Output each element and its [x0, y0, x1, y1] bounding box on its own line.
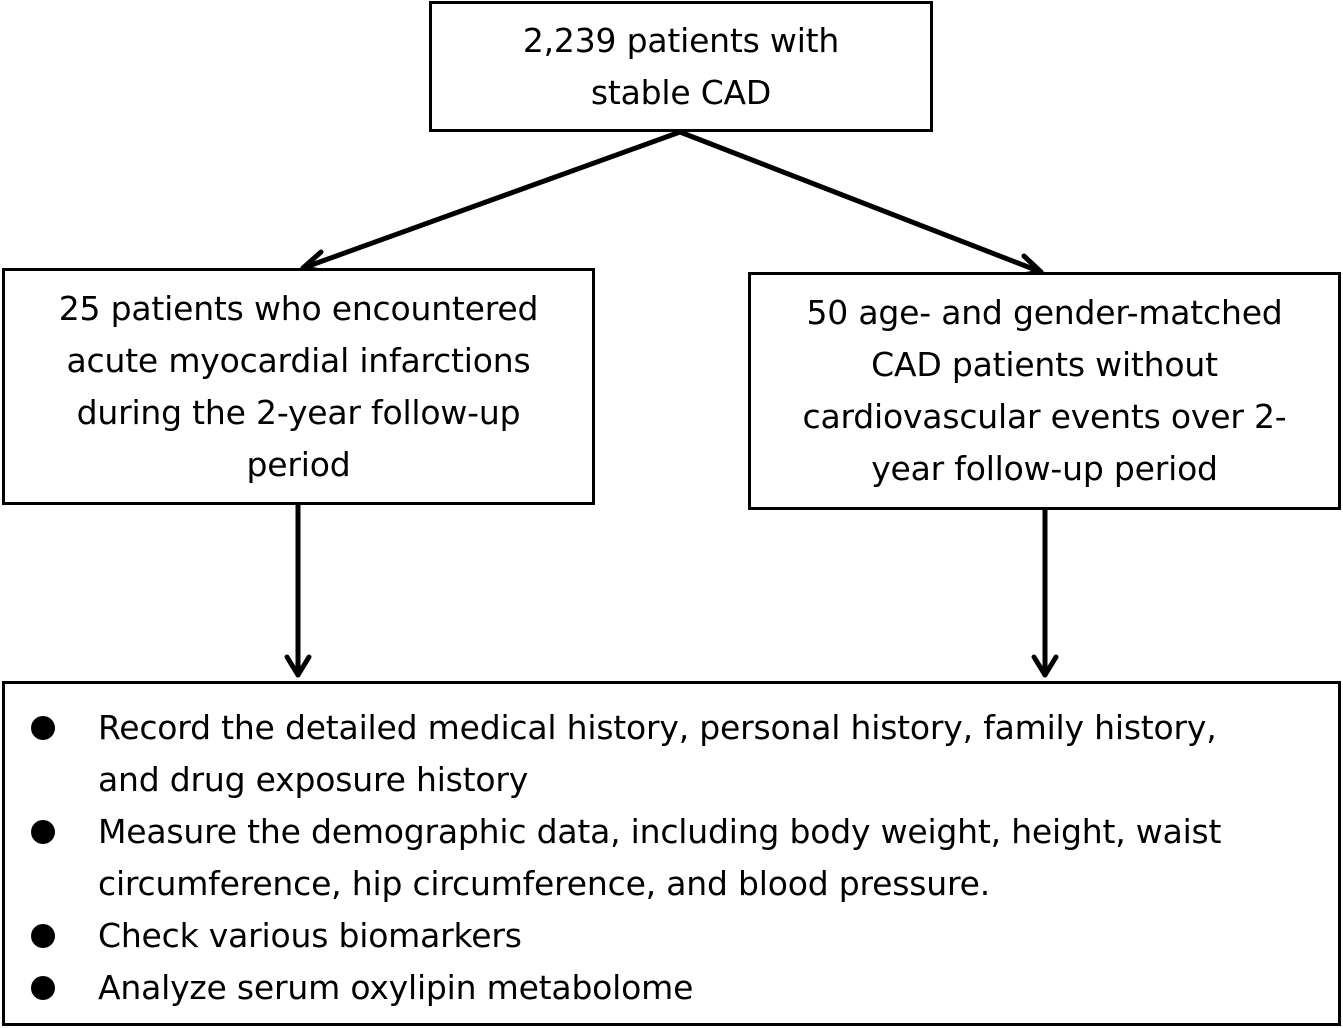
procedure-item: Check various biomarkers [5, 910, 1338, 962]
bullet-icon [31, 924, 55, 948]
box-text-line: period [246, 444, 351, 484]
bullet-icon [31, 716, 55, 740]
ami-patients-text: 25 patients who encountered acute myocar… [59, 283, 539, 491]
arrowhead-left-to-bottom [284, 654, 312, 678]
box-text-line: CAD patients without [871, 345, 1218, 384]
procedure-text-line: Check various biomarkers [98, 916, 522, 955]
procedure-text-line: Measure the demographic data, including … [98, 812, 1222, 851]
procedure-item: Measure the demographic data, including … [5, 806, 1338, 910]
bullet-icon [31, 820, 55, 844]
arrowhead-right-to-bottom [1031, 654, 1059, 678]
bullet-icon [31, 976, 55, 1000]
total-patients-box: 2,239 patients with stable CAD [429, 1, 933, 132]
arrow-top-to-right [677, 129, 1044, 275]
ami-patients-box: 25 patients who encountered acute myocar… [2, 268, 595, 505]
procedure-text-line: and drug exposure history [98, 760, 529, 799]
box-text-line: stable CAD [590, 72, 772, 112]
procedures-box: Record the detailed medical history, per… [2, 681, 1341, 1026]
control-patients-text: 50 age- and gender-matched CAD patients … [803, 287, 1287, 495]
arrow-top-to-left [300, 129, 683, 271]
box-text-line: during the 2-year follow-up [76, 392, 521, 432]
box-text-line: 25 patients who encountered [58, 288, 539, 328]
box-text-line: year follow-up period [871, 449, 1218, 488]
box-text-line: acute myocardial infarctions [66, 340, 531, 380]
total-patients-text: 2,239 patients with stable CAD [523, 15, 839, 119]
procedure-item: Record the detailed medical history, per… [5, 702, 1338, 806]
procedures-list: Record the detailed medical history, per… [5, 684, 1338, 1014]
procedure-text-line: circumference, hip circumference, and bl… [98, 864, 990, 903]
control-patients-box: 50 age- and gender-matched CAD patients … [748, 272, 1341, 510]
box-text-line: cardiovascular events over 2- [802, 397, 1287, 436]
box-text-line: 50 age- and gender-matched [806, 293, 1283, 332]
procedure-text-line: Analyze serum oxylipin metabolome [98, 968, 694, 1007]
procedure-text-line: Record the detailed medical history, per… [98, 708, 1217, 747]
box-text-line: 2,239 patients with [522, 20, 840, 60]
procedure-item: Analyze serum oxylipin metabolome [5, 962, 1338, 1014]
